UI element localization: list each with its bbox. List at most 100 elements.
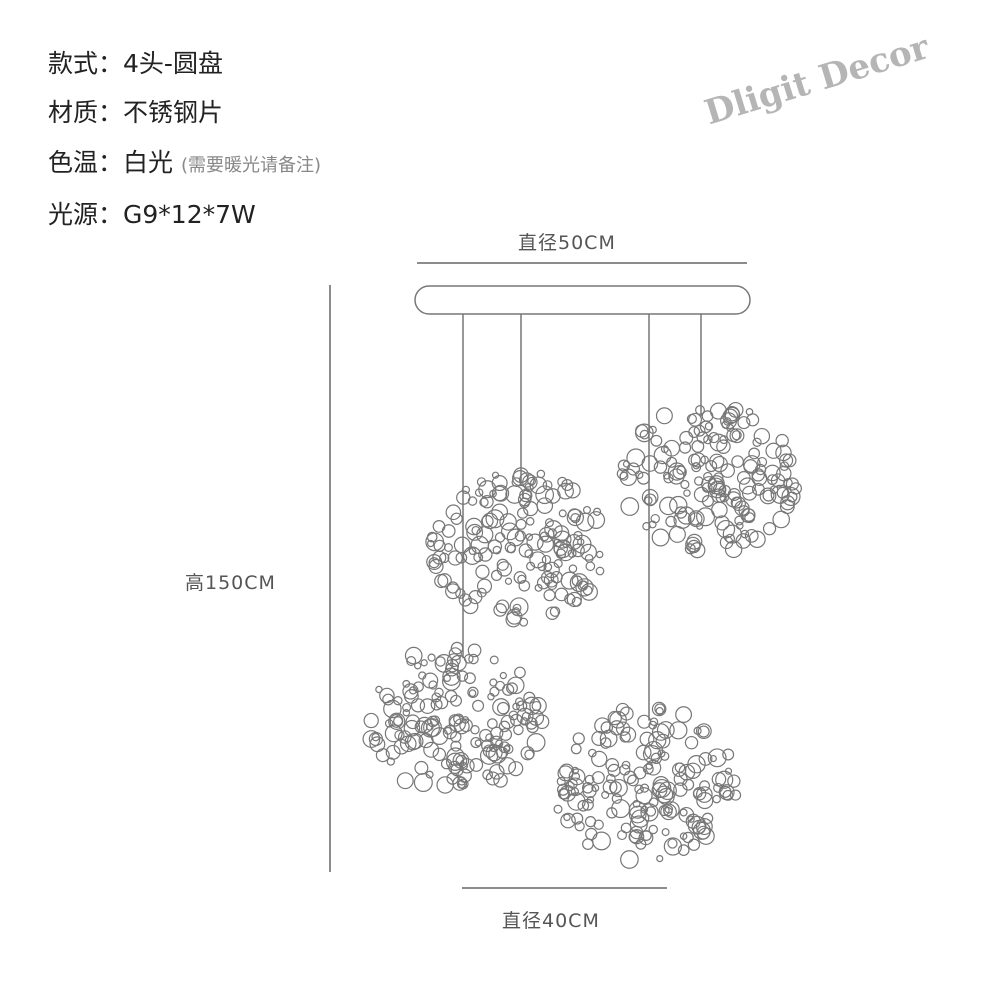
crystal-disc bbox=[522, 474, 538, 490]
crystal-disc bbox=[629, 815, 648, 834]
crystal-disc bbox=[661, 828, 670, 837]
crystal-disc bbox=[619, 471, 629, 481]
crystal-disc bbox=[606, 773, 616, 784]
crystal-disc bbox=[695, 405, 705, 415]
crystal-disc bbox=[461, 716, 470, 724]
crystal-disc bbox=[591, 784, 600, 793]
crystal-disc bbox=[447, 550, 463, 566]
crystal-disc bbox=[682, 778, 695, 791]
crystal-disc bbox=[663, 439, 681, 457]
crystal-disc bbox=[413, 681, 424, 693]
crystal-disc bbox=[663, 837, 683, 856]
crystal-disc bbox=[534, 714, 550, 730]
crystal-disc bbox=[453, 718, 470, 735]
crystal-disc bbox=[725, 533, 736, 544]
crystal-disc bbox=[493, 773, 508, 788]
crystal-disc bbox=[382, 693, 395, 706]
crystal-disc bbox=[577, 538, 585, 546]
crystal-disc bbox=[476, 587, 487, 598]
crystal-disc bbox=[696, 507, 716, 527]
crystal-disc bbox=[403, 719, 421, 737]
crystal-disc bbox=[679, 430, 694, 445]
crystal-disc bbox=[708, 477, 716, 486]
crystal-disc bbox=[574, 821, 585, 832]
spec-value: 4头-圆盘 bbox=[123, 49, 223, 78]
crystal-disc bbox=[514, 666, 526, 679]
crystal-disc bbox=[470, 725, 480, 735]
crystal-disc bbox=[453, 536, 471, 554]
crystal-disc bbox=[422, 672, 439, 689]
crystal-disc bbox=[476, 477, 487, 487]
crystal-disc bbox=[490, 569, 503, 581]
crystal-disc bbox=[436, 776, 454, 794]
crystal-disc bbox=[695, 723, 712, 740]
crystal-disc bbox=[653, 460, 668, 474]
spec-label: 材质： bbox=[48, 98, 124, 127]
crystal-disc bbox=[363, 712, 379, 729]
crystal-disc bbox=[586, 795, 595, 804]
crystal-disc bbox=[564, 780, 575, 792]
crystal-disc bbox=[644, 496, 653, 505]
crystal-disc bbox=[738, 477, 757, 495]
crystal-disc bbox=[480, 495, 494, 509]
crystal-disc bbox=[582, 838, 594, 850]
crystal-disc bbox=[432, 747, 447, 762]
crystal-disc bbox=[575, 578, 594, 597]
crystal-disc bbox=[594, 717, 611, 734]
crystal-disc bbox=[428, 557, 440, 569]
crystal-disc bbox=[427, 653, 436, 662]
crystal-disc bbox=[785, 477, 799, 491]
crystal-disc bbox=[584, 553, 594, 563]
crystal-disc bbox=[512, 603, 522, 613]
crystal-disc bbox=[537, 561, 547, 572]
crystal-disc bbox=[555, 548, 567, 560]
crystal-disc bbox=[466, 523, 484, 541]
spec-label: 光源： bbox=[48, 200, 124, 229]
crystal-disc bbox=[722, 408, 739, 425]
crystal-disc bbox=[634, 784, 644, 795]
crystal-disc bbox=[580, 583, 598, 601]
crystal-disc bbox=[557, 476, 568, 487]
crystal-disc bbox=[536, 497, 554, 514]
crystal-disc bbox=[696, 786, 713, 803]
crystal-disc bbox=[489, 764, 505, 780]
crystal-disc bbox=[511, 477, 522, 488]
crystal-disc bbox=[405, 714, 421, 730]
crystal-disc bbox=[468, 689, 477, 697]
crystal-disc bbox=[482, 744, 496, 758]
crystal-disc bbox=[619, 731, 631, 743]
crystal-disc bbox=[558, 509, 567, 518]
crystal-disc bbox=[680, 479, 690, 490]
crystal-disc bbox=[434, 687, 444, 698]
crystal-disc bbox=[650, 752, 663, 765]
crystal-disc bbox=[428, 558, 444, 575]
pendant-cluster bbox=[362, 641, 550, 794]
crystal-disc bbox=[686, 533, 703, 550]
crystal-disc bbox=[520, 746, 535, 761]
crystal-disc bbox=[485, 509, 505, 529]
crystal-disc bbox=[650, 434, 663, 447]
crystal-disc bbox=[641, 455, 659, 472]
crystal-disc bbox=[368, 731, 384, 747]
crystal-disc bbox=[639, 429, 650, 440]
crystal-disc bbox=[744, 528, 759, 543]
crystal-disc bbox=[524, 749, 535, 760]
crystal-disc bbox=[584, 774, 595, 785]
height-label: 高150CM bbox=[185, 572, 276, 594]
crystal-disc bbox=[736, 471, 751, 485]
crystal-disc bbox=[701, 410, 714, 423]
crystal-disc bbox=[649, 717, 659, 726]
crystal-disc bbox=[423, 718, 442, 737]
crystal-disc bbox=[689, 512, 703, 526]
crystal-disc bbox=[556, 776, 566, 787]
crystal-disc bbox=[418, 671, 427, 680]
crystal-disc bbox=[657, 787, 675, 806]
crystal-disc bbox=[399, 735, 417, 753]
crystal-disc bbox=[470, 736, 482, 749]
crystal-disc bbox=[567, 549, 577, 558]
crystal-disc bbox=[716, 439, 731, 454]
crystal-disc bbox=[492, 698, 510, 716]
crystal-disc bbox=[634, 424, 649, 438]
crystal-disc bbox=[476, 578, 493, 594]
crystal-disc bbox=[564, 593, 576, 605]
